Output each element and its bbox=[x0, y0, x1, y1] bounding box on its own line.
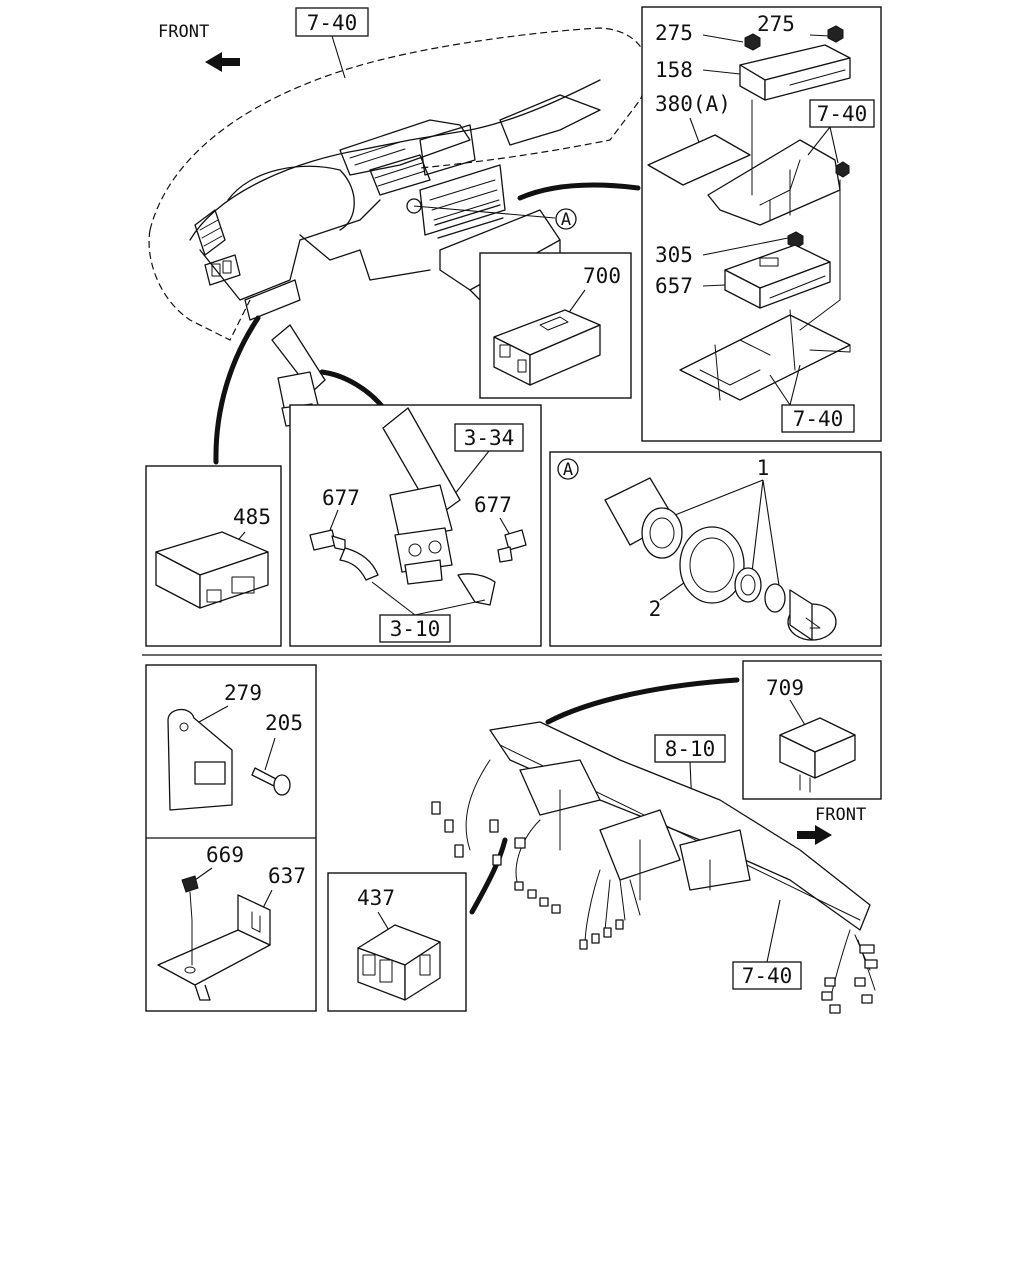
callout-a-label: A bbox=[561, 210, 571, 230]
arc-to-485 bbox=[213, 315, 261, 465]
part-485-module bbox=[155, 531, 269, 609]
cigar-lighter-assembly bbox=[604, 477, 837, 641]
part-677-left-label: 677 bbox=[322, 486, 360, 510]
ref-label-7-40-bottom: 7-40 bbox=[742, 964, 793, 988]
part-275-left-label: 275 bbox=[655, 21, 693, 45]
part-700-label: 700 bbox=[583, 264, 621, 288]
accelerator-pedal-detail bbox=[382, 407, 461, 585]
front-arrow-bottom-icon bbox=[797, 825, 832, 845]
part-657-module bbox=[724, 244, 831, 309]
part-677-right-label: 677 bbox=[474, 493, 512, 517]
ref-box-7-40-right-lower bbox=[781, 404, 855, 433]
screw-669-icon bbox=[181, 875, 199, 921]
part-205-label: 205 bbox=[265, 711, 303, 735]
part-279-label: 279 bbox=[224, 681, 262, 705]
sensor-677-left bbox=[309, 529, 346, 551]
ref-label-8-10: 8-10 bbox=[665, 737, 716, 761]
nut-bracket-icon bbox=[835, 161, 850, 178]
lower-bracket bbox=[679, 309, 851, 401]
ref-label-7-40-top: 7-40 bbox=[307, 11, 358, 35]
ref-label-7-40-right-lower: 7-40 bbox=[793, 407, 844, 431]
screw-205-icon bbox=[251, 767, 291, 796]
part-437-label: 437 bbox=[357, 886, 395, 910]
ref-box-3-34 bbox=[454, 423, 524, 452]
arc-to-709 bbox=[545, 677, 740, 725]
ref-box-7-40-top bbox=[295, 7, 369, 37]
nut-305-icon bbox=[787, 231, 804, 249]
part-657-label: 657 bbox=[655, 274, 693, 298]
part-485-label: 485 bbox=[233, 505, 271, 529]
part-279-relay bbox=[167, 708, 233, 811]
arc-to-437 bbox=[469, 837, 508, 915]
part-637-bracket bbox=[157, 894, 271, 1001]
front-arrow-top-icon bbox=[205, 52, 240, 72]
part-2-label: 2 bbox=[649, 597, 662, 621]
ref-box-3-10 bbox=[379, 614, 451, 643]
arc-to-ecu-box bbox=[517, 182, 641, 201]
part-158-module bbox=[739, 44, 851, 101]
part-380a-sheet bbox=[647, 134, 751, 186]
instrument-panel-drawing bbox=[148, 27, 649, 341]
callout-a-circle bbox=[555, 208, 577, 230]
ref-label-3-10: 3-10 bbox=[390, 617, 441, 641]
arc-to-pedal bbox=[319, 369, 388, 413]
sensor-677-right bbox=[497, 529, 527, 563]
part-700-module bbox=[493, 309, 601, 386]
callout-a-box-label: A bbox=[563, 460, 573, 480]
ref-label-7-40-right-upper: 7-40 bbox=[817, 102, 868, 126]
part-305-label: 305 bbox=[655, 243, 693, 267]
front-label-bottom: FRONT bbox=[815, 805, 866, 825]
nut-275-left-icon bbox=[744, 33, 761, 51]
part-437-connector bbox=[357, 924, 441, 1001]
part-637-label: 637 bbox=[268, 864, 306, 888]
part-380a-label: 380(A) bbox=[655, 92, 731, 116]
part-275-right-label: 275 bbox=[757, 12, 795, 36]
ref-box-7-40-right-upper bbox=[809, 99, 875, 128]
ref-label-3-34: 3-34 bbox=[464, 426, 515, 450]
callout-a-box-circle bbox=[557, 458, 579, 480]
part-158-label: 158 bbox=[655, 58, 693, 82]
front-label-top: FRONT bbox=[158, 22, 209, 42]
part-669-label: 669 bbox=[206, 843, 244, 867]
wiring-harness-crossmember bbox=[431, 721, 878, 1014]
hose-3-10 bbox=[339, 547, 496, 606]
nut-275-right-icon bbox=[827, 25, 844, 43]
part-709-label: 709 bbox=[766, 676, 804, 700]
part-709-relay bbox=[779, 717, 856, 793]
part-1-label: 1 bbox=[757, 456, 770, 480]
